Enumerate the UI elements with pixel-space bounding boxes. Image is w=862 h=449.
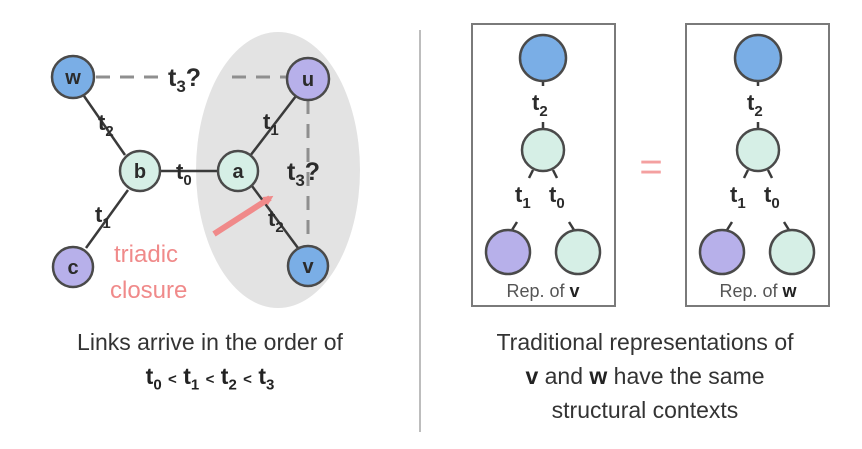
- rep-v-edge-left: t1: [515, 182, 531, 212]
- link-a-u: [249, 95, 297, 157]
- node-label-c: c: [67, 257, 78, 279]
- edge-label-w-b: t2: [98, 110, 114, 140]
- left-caption-line1: Links arrive in the order of: [77, 329, 343, 355]
- node-b: b: [118, 149, 162, 193]
- rep-w-edge-left: t1: [730, 182, 746, 212]
- node-label-a: a: [232, 161, 244, 183]
- right-caption-line1: Traditional representations of: [496, 329, 794, 355]
- edge-label-b-c: t1: [95, 202, 111, 232]
- annotation-triadic: triadic: [114, 241, 178, 268]
- node-label-u: u: [302, 69, 314, 91]
- right-caption-line3: structural contexts: [551, 397, 739, 423]
- link-w-b: [82, 95, 127, 156]
- rep-w-middle-node: [735, 127, 781, 173]
- left-caption: Links arrive in the order of t0 < t1 < t…: [20, 327, 400, 401]
- right-caption-line2: v and w have the same: [525, 363, 765, 389]
- node-u: u: [285, 56, 331, 102]
- equals-sign: =: [639, 145, 662, 189]
- node-label-b: b: [134, 161, 146, 183]
- node-v: v: [286, 244, 330, 288]
- rep-w-label: Rep. of w: [719, 281, 797, 301]
- rep-v-top-node: [518, 33, 568, 83]
- node-label-w: w: [64, 67, 81, 89]
- left-caption-order: t0 < t1 < t2 < t3: [145, 363, 275, 394]
- rep-v-bottom-left-node: [484, 228, 532, 276]
- annotation-closure: closure: [110, 277, 187, 304]
- rep-w-edge-top: t2: [747, 90, 763, 120]
- rep-w-top-node: [733, 33, 783, 83]
- triadic-arrow: [212, 195, 274, 237]
- edge-label-a-u: t1: [263, 109, 279, 139]
- node-a: a: [216, 149, 260, 193]
- question-label-w-u: t3?: [168, 64, 201, 96]
- rep-w-bottom-left-node: [698, 228, 746, 276]
- node-c: c: [51, 245, 95, 289]
- closure-region: [196, 32, 360, 308]
- rep-w-edge-right: t0: [764, 182, 780, 212]
- link-a-v: [250, 185, 300, 249]
- node-label-v: v: [302, 256, 314, 278]
- rep-v-bottom-right-node: [554, 228, 602, 276]
- representation-box-w: t2 t1 t0 Rep. of w: [685, 23, 830, 307]
- rep-v-edge-top: t2: [532, 90, 548, 120]
- right-caption: Traditional representations of v and w h…: [440, 327, 850, 425]
- edge-label-a-v: t2: [268, 206, 284, 236]
- rep-v-label: Rep. of v: [506, 281, 579, 301]
- rep-w-bottom-right-node: [768, 228, 816, 276]
- question-label-u-v: t3?: [287, 158, 320, 190]
- representation-box-v: t2 t1 t0 Rep. of v: [471, 23, 616, 307]
- link-b-c: [84, 189, 130, 249]
- right-panel: t2 t1 t0 Rep. of v = t2 t1 t0 Rep. of w: [471, 23, 830, 307]
- rep-v-edge-right: t0: [549, 182, 565, 212]
- left-panel: w u b a c v t2 t0 t1 t1 t2 t3? t3?: [50, 32, 360, 308]
- node-w: w: [50, 54, 96, 100]
- edge-label-b-a: t0: [176, 159, 192, 189]
- rep-v-middle-node: [520, 127, 566, 173]
